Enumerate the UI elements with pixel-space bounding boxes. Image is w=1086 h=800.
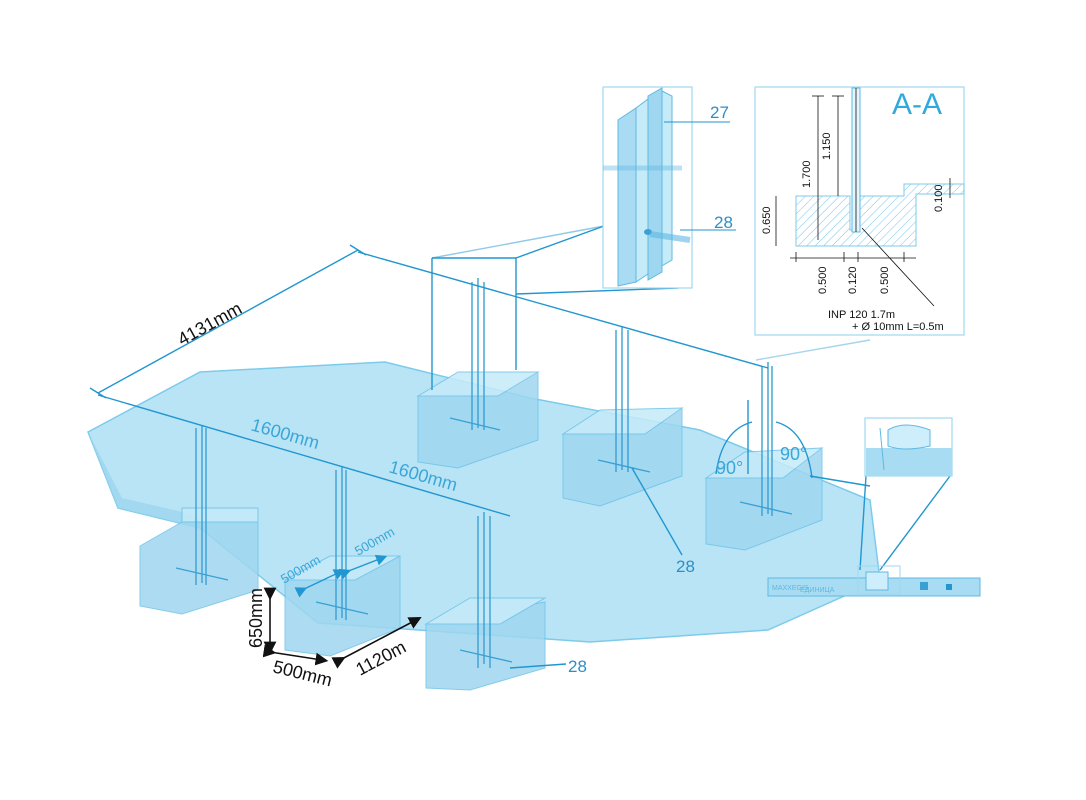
dimension-lines [89, 225, 951, 669]
section-dim-1700: 1.700 [801, 160, 813, 188]
section-spec-line-2: + Ø 10mm L=0.5m [852, 321, 944, 333]
post-5 [597, 326, 651, 473]
overall-length-label: 4131mm [174, 298, 245, 349]
section-detail-box [754, 86, 965, 336]
posts [175, 278, 793, 668]
footing-height-label: 650mm [246, 588, 266, 648]
footing-left [139, 507, 259, 615]
post-1 [175, 425, 229, 585]
level-brand-text: MAXXEGIS [772, 585, 809, 592]
post-3 [459, 512, 513, 668]
section-spec-line-1: INP 120 1.7m [828, 309, 895, 321]
post-4 [449, 278, 501, 431]
level-tag-text: ЕДИНИЦА [800, 587, 835, 594]
section-dim-h1: 0.500 [817, 266, 829, 294]
section-title: A-A [892, 88, 942, 121]
section-dim-h2: 0.120 [847, 266, 859, 294]
callout-28-middle: 28 [676, 557, 695, 576]
footing-back-right [704, 447, 824, 551]
detail-label-27: 27 [710, 103, 729, 122]
section-dim-0650: 0.650 [761, 206, 773, 234]
footing-bottom-width-label: 500mm [271, 656, 334, 690]
callout-28-front: 28 [568, 657, 587, 676]
angle-left-label: 90° [716, 458, 743, 478]
section-dim-0100: 0.100 [933, 184, 945, 212]
post-6 [739, 362, 793, 516]
post-detail-box [602, 86, 736, 289]
section-dim-h3: 0.500 [879, 266, 891, 294]
spirit-level [767, 565, 981, 597]
section-dim-1150: 1.150 [821, 132, 833, 160]
angle-right-label: 90° [780, 444, 807, 464]
bubble-detail-box [864, 417, 953, 477]
black-dimension-arrows [262, 587, 422, 669]
detail-label-28: 28 [714, 213, 733, 232]
